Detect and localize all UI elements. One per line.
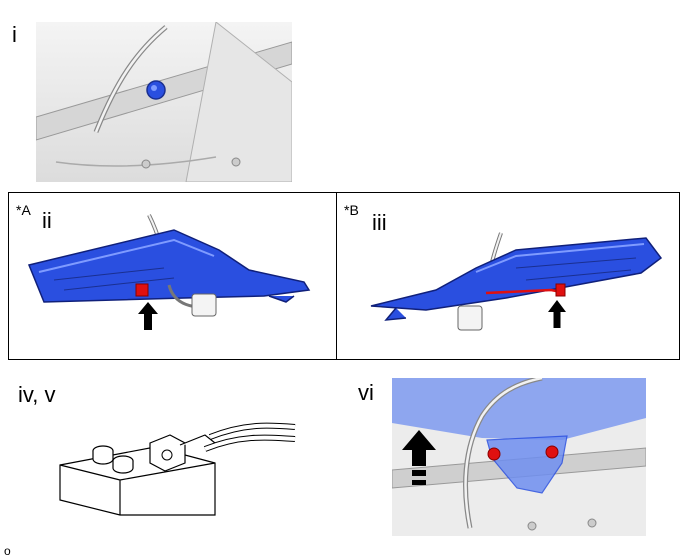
illustration-step-iii [366,228,666,338]
step-label-ii: ii [42,208,52,233]
footer-mark: o [4,544,11,558]
step-label-i: i [12,22,17,47]
illustration-step-i [35,21,293,183]
view-label-b: *B [344,202,359,218]
illustration-battery-terminal [55,405,300,520]
illustration-step-ii [24,210,324,330]
step-label-iv-v: iv, v [18,382,56,407]
view-label-a: *A [16,202,31,218]
arrow-up-icon [138,302,158,330]
dashed-arrow-up-icon [402,430,436,490]
step-label-iii: iii [372,210,387,235]
arrow-up-icon [548,300,566,328]
panel-view-b [336,192,680,360]
illustration-step-vi [391,375,647,536]
step-label-vi: vi [358,380,374,405]
